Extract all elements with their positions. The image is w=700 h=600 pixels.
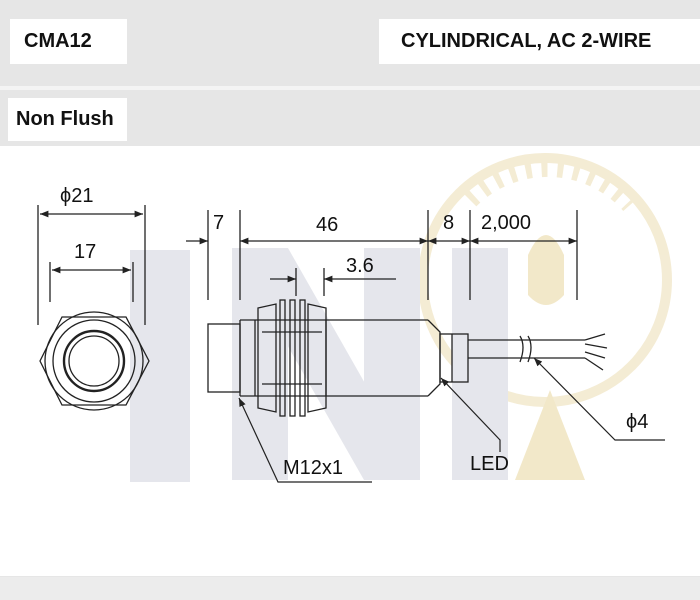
cable-diameter-leader bbox=[533, 357, 665, 441]
dim-inner-width: 17 bbox=[74, 241, 96, 263]
dim-nut-width: 3.6 bbox=[346, 255, 374, 277]
front-view bbox=[37, 205, 150, 411]
front-outer-circle bbox=[44, 311, 144, 411]
thread-leader bbox=[238, 397, 372, 483]
footer-band bbox=[0, 577, 700, 600]
dimension-drawing: ϕ21 17 bbox=[0, 146, 700, 576]
dim-front-length: 7 bbox=[213, 212, 224, 234]
cable-diameter-label: ϕ4 bbox=[626, 411, 648, 433]
nut-right bbox=[307, 303, 327, 413]
watermark-logo bbox=[130, 153, 672, 482]
dim-outer-diameter: ϕ21 bbox=[60, 185, 93, 207]
cable-wires bbox=[584, 333, 608, 371]
hex-nut-front bbox=[39, 316, 150, 406]
dim-cable-length: 2,000 bbox=[481, 212, 531, 234]
header-divider bbox=[0, 86, 700, 90]
mounting-label: Non Flush bbox=[16, 108, 114, 130]
thread-size-label: M12x1 bbox=[283, 457, 343, 479]
front-face-inner-ring bbox=[68, 335, 120, 387]
sensor-type-label: CYLINDRICAL, AC 2-WIRE bbox=[401, 30, 652, 52]
front-face-outer-ring bbox=[62, 329, 126, 393]
nut-left bbox=[257, 303, 277, 413]
dim-tail-length: 8 bbox=[443, 212, 454, 234]
mounting-label-box: Non Flush bbox=[8, 98, 127, 141]
model-label-box: CMA12 bbox=[10, 19, 127, 64]
side-view bbox=[207, 210, 608, 417]
sensor-drawing-svg: ϕ21 17 bbox=[37, 153, 672, 483]
led-label: LED bbox=[470, 453, 509, 475]
dim-body-length: 46 bbox=[316, 214, 338, 236]
sensor-type-box: CYLINDRICAL, AC 2-WIRE bbox=[379, 19, 700, 64]
model-label: CMA12 bbox=[24, 30, 92, 52]
front-thread-circle bbox=[52, 319, 136, 403]
led-leader bbox=[440, 377, 501, 452]
